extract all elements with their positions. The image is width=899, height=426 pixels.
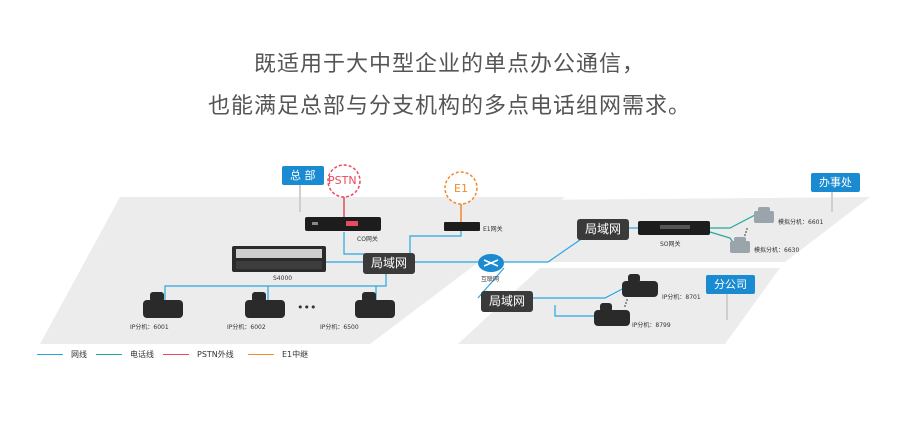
phone-label-6601: 模拟分机：6601	[778, 219, 824, 226]
legend-item-network: 网线	[37, 349, 87, 360]
branch-platform	[458, 268, 780, 344]
legend-label: PSTN外线	[197, 350, 234, 359]
ip-phone-6002	[245, 292, 285, 318]
pstn-label: PSTN	[328, 174, 357, 187]
e1-label: E1	[454, 182, 468, 195]
s4000-server-device	[232, 246, 326, 272]
e1-gateway-device	[444, 222, 480, 231]
network-lines	[164, 227, 640, 317]
analog-phone-6630	[730, 237, 750, 253]
site-tag-branch: 分公司	[706, 275, 755, 294]
legend-item-e1: E1中继	[248, 349, 308, 360]
co-gateway-device	[305, 217, 381, 231]
legend-label: 网线	[71, 350, 87, 359]
ip-phone-6001	[143, 292, 183, 318]
ip-phone-6500	[355, 292, 395, 318]
legend-label: 电话线	[130, 350, 154, 359]
so-gateway-label: SO网关	[660, 241, 681, 248]
phone-label-6630: 模拟分机：6630	[754, 247, 800, 254]
hq-phone-ellipsis: •••	[297, 301, 317, 314]
pstn-cloud	[327, 164, 361, 198]
legend-swatch	[37, 354, 63, 355]
legend-item-pstn: PSTN外线	[163, 349, 234, 360]
e1-cloud	[444, 171, 478, 205]
site-tag-office: 办事处	[811, 173, 860, 192]
s4000-label: S4000	[273, 275, 293, 282]
legend-swatch	[163, 354, 189, 355]
co-gateway-label: CO网关	[357, 236, 378, 243]
internet-router	[478, 254, 504, 272]
site-tag-hq: 总 部	[282, 166, 324, 185]
lan-branch-box: 局域网	[481, 291, 534, 312]
legend-label: E1中继	[282, 350, 309, 359]
phone-label-6500: IP分机：6500	[320, 324, 359, 331]
phone-label-8701: IP分机：8701	[662, 294, 701, 301]
phone-label-6001: IP分机：6001	[130, 324, 169, 331]
e1-gateway-label: E1网关	[483, 226, 503, 233]
internet-label: 互联网	[481, 276, 500, 283]
lan-hq-box: 局域网	[363, 253, 416, 274]
so-gateway-device	[638, 221, 710, 235]
phone-label-8799: IP分机：8799	[632, 322, 671, 329]
headline-line-2: 也能满足总部与分支机构的多点电话组网需求。	[207, 94, 691, 119]
legend-item-phone-line: 电话线	[96, 349, 154, 360]
legend-swatch	[248, 354, 274, 355]
ip-phone-8701	[622, 274, 658, 297]
headline-line-1: 既适用于大中型企业的单点办公通信，	[253, 52, 645, 77]
phone-label-6002: IP分机：6002	[227, 324, 266, 331]
lan-office-box: 局域网	[577, 219, 630, 240]
legend-swatch	[96, 354, 122, 355]
office-ellipsis	[744, 228, 748, 236]
branch-ellipsis	[624, 299, 628, 307]
analog-phone-6601	[754, 207, 774, 223]
ip-phone-8799	[594, 303, 630, 326]
